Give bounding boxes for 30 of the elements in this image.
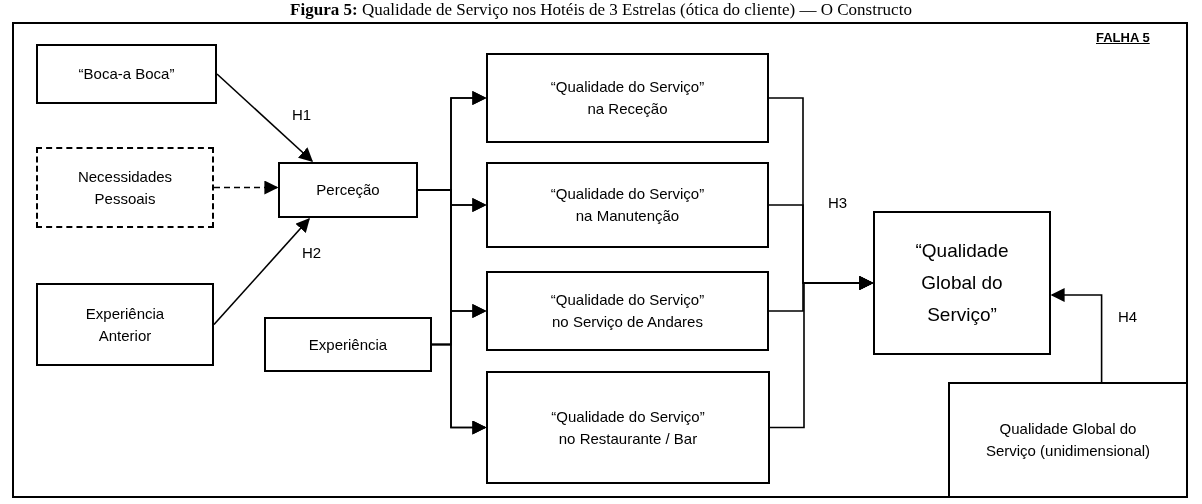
arrow xyxy=(213,217,310,326)
box-label: “Qualidade do Serviço” no Restaurante / Bar xyxy=(550,406,706,449)
box-label: “Qualidade do Serviço” na Manutenção xyxy=(549,184,706,226)
figure-title: Figura 5: Qualidade de Serviço nos Hotéis de 3 Estrelas (ótica do cliente) — O Constructo xyxy=(289,0,913,20)
concept-box xyxy=(486,371,770,484)
arrow xyxy=(216,73,314,162)
concept-box xyxy=(36,44,217,104)
box-label: “Boca-a Boca” xyxy=(78,64,175,84)
concept-box xyxy=(486,271,769,351)
arrow xyxy=(1050,288,1103,383)
box-label: Necessidades Pessoais xyxy=(76,166,174,209)
box-label: “Qualidade Global do Serviço” xyxy=(914,239,1010,327)
concept-box xyxy=(36,147,214,228)
box-label: “Qualidade do Serviço” no Serviço de Andares xyxy=(549,290,706,332)
arrow xyxy=(769,276,874,429)
concept-box xyxy=(264,317,432,372)
concept-box xyxy=(486,162,769,248)
gap-label: FALHA 5 xyxy=(1096,30,1150,45)
concept-box xyxy=(36,283,214,366)
box-label: “Qualidade do Serviço” na Receção xyxy=(549,77,706,119)
box-label: Qualidade Global do Serviço (unidimensional) xyxy=(984,419,1152,461)
arrow xyxy=(431,343,487,435)
concept-box xyxy=(948,382,1188,498)
concept-box xyxy=(486,53,769,143)
box-label: Experiência xyxy=(308,334,388,355)
arrow xyxy=(213,180,279,195)
concept-box xyxy=(873,211,1051,355)
box-label: Experiência Anterior xyxy=(84,303,166,346)
concept-box xyxy=(278,162,418,218)
box-label: Perceção xyxy=(316,180,380,200)
